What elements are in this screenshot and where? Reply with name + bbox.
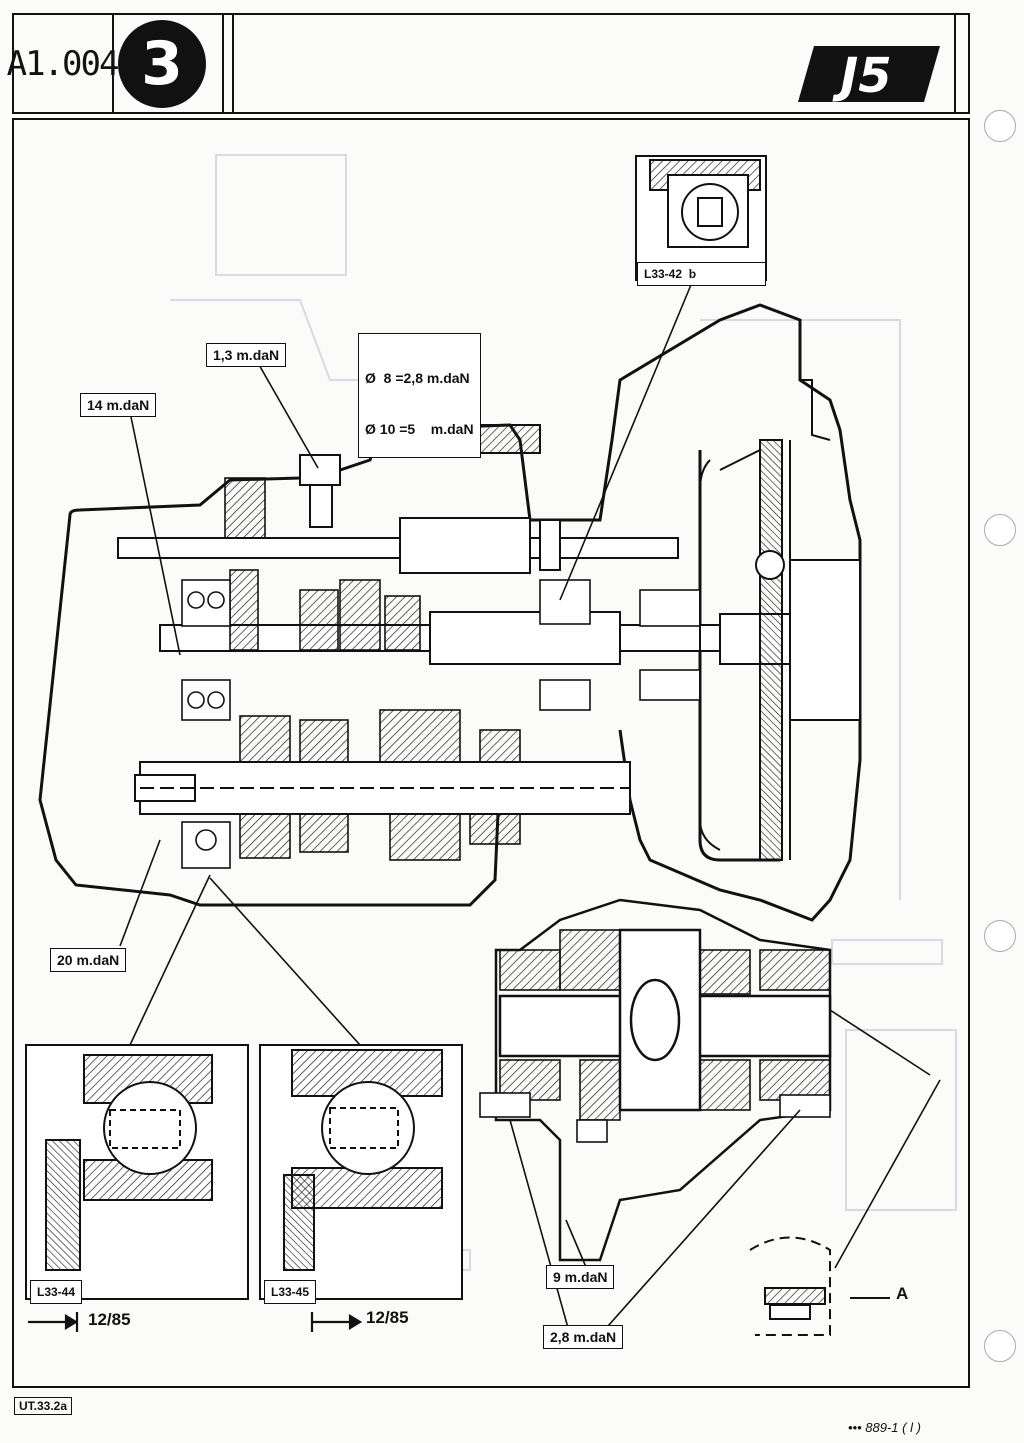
torque-label: Ø 8 =2,8 m.daN — [365, 370, 470, 386]
detail-box-l33-42b — [635, 155, 767, 281]
fixing-bolts — [479, 1092, 831, 1143]
torque-label: 9 m.daN — [546, 1265, 615, 1289]
reference-code: UT.33.2a — [14, 1397, 73, 1415]
section-cell — [114, 13, 224, 114]
differential-housing — [494, 898, 832, 1262]
date-note: 12/85 — [366, 1308, 409, 1327]
section-number-badge: 3 — [118, 20, 206, 108]
binder-hole — [984, 110, 1016, 142]
view-marker: A — [896, 1284, 909, 1303]
header-frame — [12, 13, 970, 114]
housing-outline — [38, 303, 862, 922]
binder-hole — [984, 514, 1016, 546]
leader-lines — [119, 279, 941, 1336]
binder-hole — [984, 1330, 1016, 1362]
clutch-assembly — [699, 379, 861, 861]
detail-caption: L33-44 — [30, 1280, 83, 1304]
date-note: 12/85 — [88, 1310, 131, 1329]
date-arrows — [28, 1312, 363, 1332]
j5-logo: J5 — [798, 46, 940, 104]
svg-text:J5: J5 — [832, 48, 891, 104]
torque-label: 20 m.daN — [50, 948, 127, 972]
torque-label: 14 m.daN — [80, 393, 157, 417]
torque-label: 2,8 m.daN — [543, 1325, 624, 1349]
torque-label: 1,3 m.daN — [206, 343, 287, 367]
drawing-frame — [12, 118, 970, 1388]
torque-label: Ø 10 =5 m.daN — [365, 421, 474, 437]
gear-set — [224, 477, 521, 861]
secondary-shaft — [134, 761, 631, 815]
document-code: A1.004 — [7, 13, 119, 114]
header-divider — [232, 13, 234, 114]
detail-caption: L33-42 b — [637, 262, 766, 286]
detail-box-l33-45 — [259, 1044, 463, 1300]
detail-view-a — [749, 1236, 890, 1336]
detail-box-l33-44 — [25, 1044, 249, 1300]
binder-hole — [984, 920, 1016, 952]
page-reference: ••• 889-1 ( l ) — [848, 1420, 921, 1435]
header-divider — [954, 13, 956, 114]
bearings — [181, 579, 701, 869]
torque-label-group: Ø 8 =2,8 m.daN Ø 10 =5 m.daN — [358, 333, 481, 458]
ring-gear — [499, 929, 831, 1121]
detail-caption: L33-45 — [264, 1280, 317, 1304]
